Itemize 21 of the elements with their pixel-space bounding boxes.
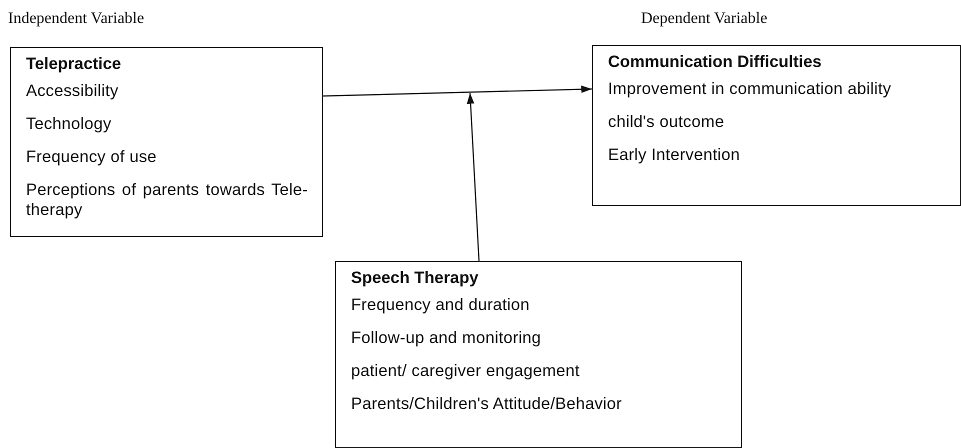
arrow [322, 86, 592, 97]
factor-text: child's outcome [608, 112, 726, 132]
variable-box [592, 45, 961, 206]
factor-text: Improvement in communication ability [608, 79, 892, 99]
factor-text: Frequency of use [26, 147, 158, 167]
box-heading: Telepractice [26, 54, 122, 74]
factor-text: patient/ caregiver engagement [351, 361, 581, 381]
factor-text: Accessibility [26, 81, 120, 101]
factor-text: Perceptions of parents towards Tele-therapy [26, 180, 308, 220]
arrow [466, 92, 480, 262]
variable-label: Independent Variable [8, 10, 144, 28]
factor-text: Follow-up and monitoring [351, 328, 542, 348]
variable-label: Dependent Variable [641, 10, 768, 28]
factor-text: Early Intervention [608, 145, 741, 165]
variable-box [335, 261, 742, 448]
factor-text: Frequency and duration [351, 295, 531, 315]
box-heading: Communication Difficulties [608, 52, 823, 72]
factor-text: Technology [26, 114, 112, 134]
factor-text: Parents/Children's Attitude/Behavior [351, 394, 623, 414]
variable-box [10, 47, 323, 237]
box-heading: Speech Therapy [351, 268, 480, 288]
